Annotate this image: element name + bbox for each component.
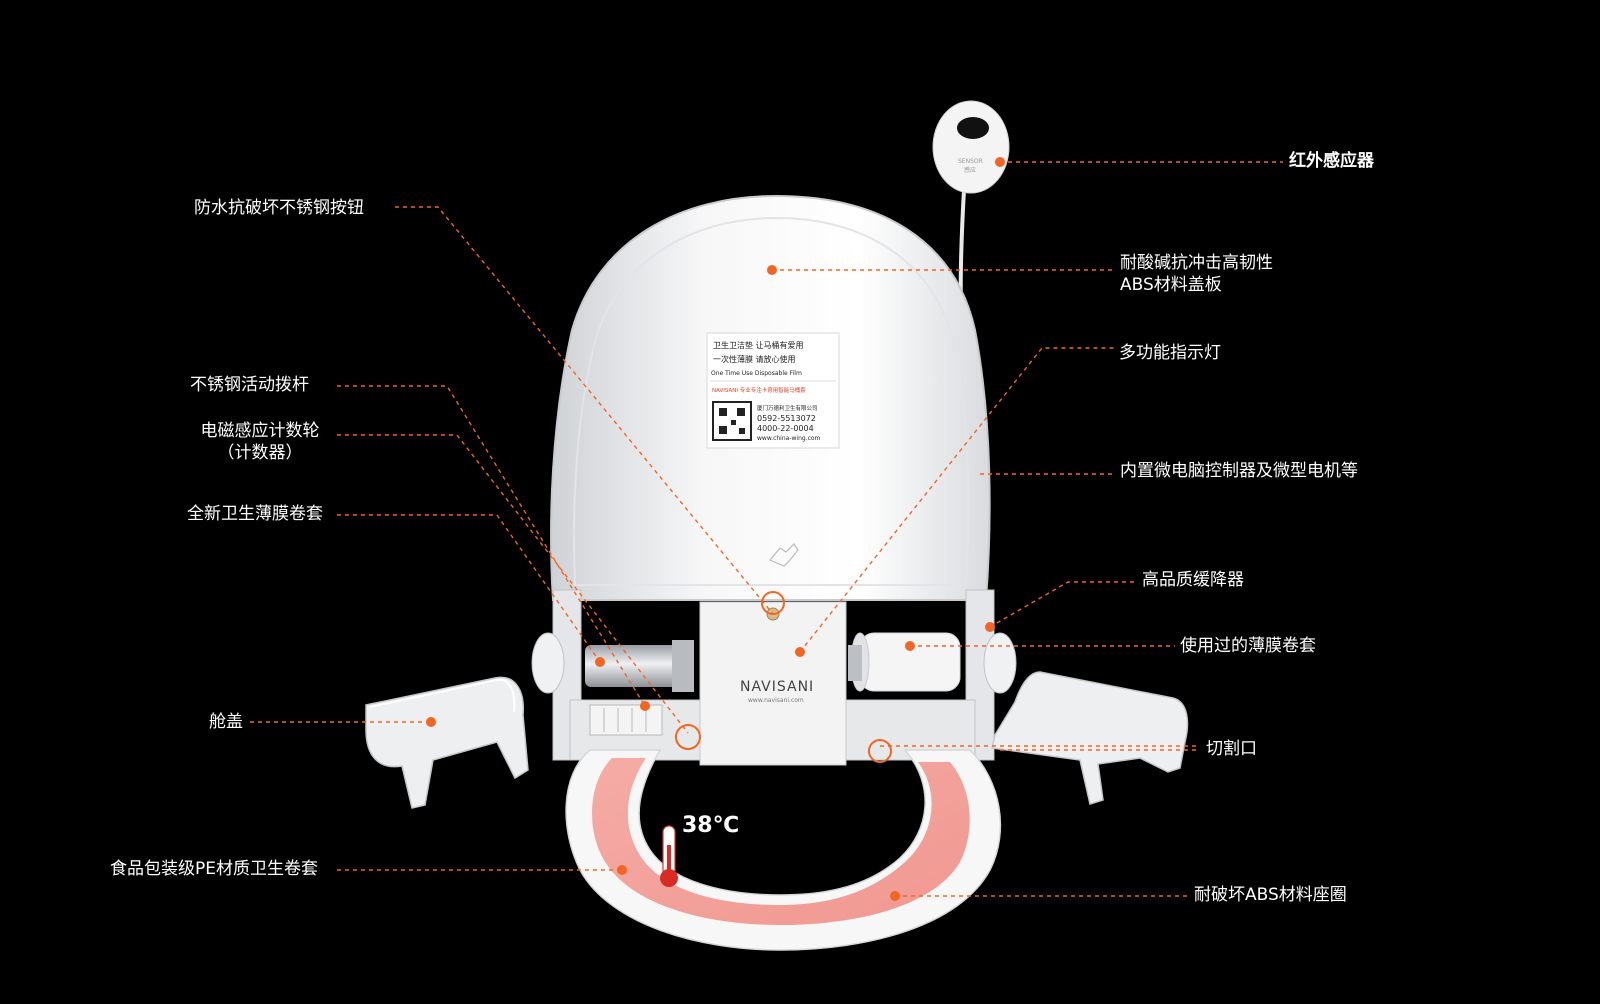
label-controller: 内置微电脑控制器及微型电机等 (1120, 461, 1358, 481)
label-seat-ring: 耐破坏ABS材料座圈 (1194, 885, 1347, 905)
callout-lid-dot (767, 265, 777, 275)
sticker-text: 卫生卫洁垫 让马桶有爱用 (713, 340, 804, 350)
callout-indicator (799, 347, 1115, 653)
callout-damper-dot (985, 622, 995, 632)
lid: 卫生卫洁垫 让马桶有爱用 一次性薄膜 请放心使用 One Time Use Di… (550, 194, 991, 601)
callout-button (395, 206, 774, 615)
label-counter-wheel: 电磁感应计数轮 （计数器） (200, 421, 320, 463)
brand-logo: NAVISANI (740, 679, 814, 695)
callout-seat-ring-dot (890, 891, 900, 901)
label-pe-film: 食品包装级PE材质卫生卷套 (110, 859, 318, 879)
callout-damper (989, 581, 1137, 628)
counter-wheel (589, 704, 663, 736)
callout-cover-dot (426, 717, 436, 727)
callout-new-roll (337, 514, 601, 663)
label-cutter: 切割口 (1206, 739, 1257, 759)
sticker-text: One Time Use Disposable Film (711, 370, 802, 377)
label-used-film-roll: 使用过的薄膜卷套 (1180, 636, 1316, 656)
callout-used-roll-dot (905, 641, 915, 651)
left-damper (531, 632, 565, 694)
sensor-text: 感应 (964, 166, 976, 174)
callout-indicator-dot (795, 647, 805, 657)
sticker-text: 一次性薄膜 请放心使用 (713, 354, 796, 364)
sticker-text: 4000-22-0004 (757, 424, 814, 433)
sensor-text: SENSOR (958, 158, 983, 165)
callout-counter-ring (675, 724, 701, 750)
sticker-text: 0592-5513072 (757, 414, 816, 423)
callout-lever-dot (640, 701, 650, 711)
label-cover: 舱盖 (209, 712, 243, 732)
label-abs-lid: 耐酸碱抗冲击高韧性 ABS材料盖板 (1120, 253, 1273, 295)
callout-button-ring (761, 591, 785, 615)
thermometer-icon (660, 825, 678, 887)
label-damper: 高品质缓降器 (1142, 570, 1244, 590)
label-stainless-button: 防水抗破坏不锈钢按钮 (194, 198, 364, 218)
label-infrared-sensor: 红外感应器 (1289, 151, 1374, 171)
heated-film-band (592, 758, 970, 925)
label-indicator-light: 多功能指示灯 (1119, 343, 1221, 363)
label-new-film-roll: 全新卫生薄膜卷套 (187, 504, 323, 524)
callout-counter (337, 434, 689, 734)
right-damper (983, 632, 1017, 694)
hand-icon (769, 543, 799, 567)
sticker-text: www.china-wing.com (757, 435, 821, 442)
left-cover-piece (365, 676, 529, 809)
control-housing (699, 601, 847, 766)
label-stainless-lever: 不锈钢活动拨杆 (190, 375, 309, 395)
sticker-text: NAVISANI 专业专注卡育用智能马桶套 (712, 386, 806, 394)
new-film-roll (585, 645, 685, 687)
infrared-sensor: SENSOR 感应 (932, 100, 1010, 194)
callout-cutter-ring (868, 739, 892, 763)
callout-new-roll-dot (595, 657, 605, 667)
temperature-readout: 38℃ (682, 813, 740, 838)
brand-url: www.navisani.com (748, 697, 804, 704)
callout-pe-film-dot (617, 865, 627, 875)
callout-sensor-dot (995, 157, 1005, 167)
right-cover-piece (991, 671, 1189, 805)
sticker-text: 厦门万德利卫生有限公司 (757, 404, 818, 412)
callout-lever (337, 385, 646, 707)
